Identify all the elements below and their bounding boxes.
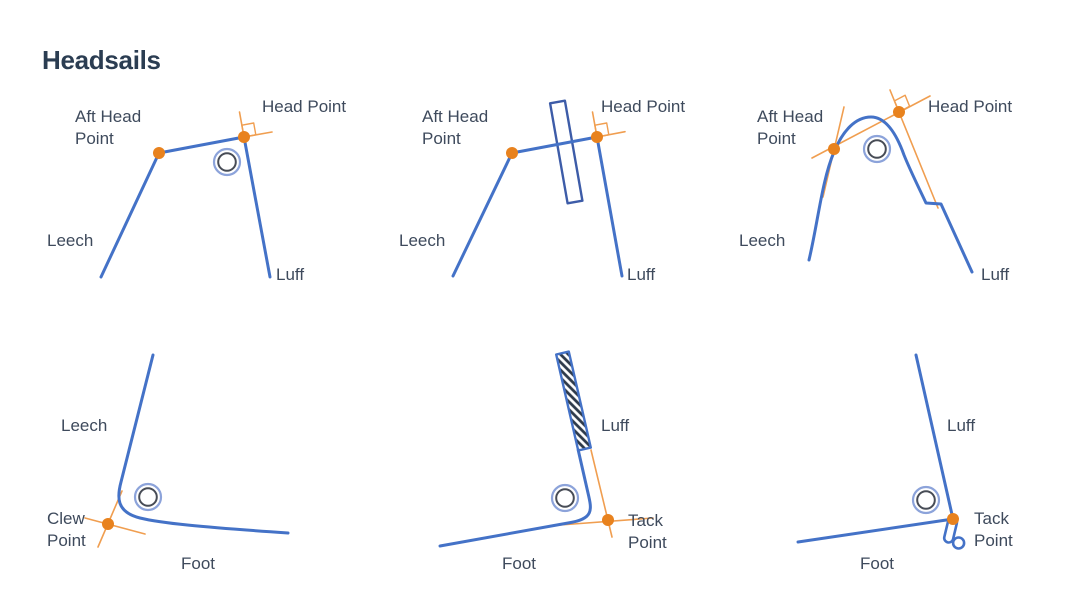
aft-head-point-dot [153, 147, 165, 159]
label-leech: Leech [61, 416, 108, 435]
grommet-icon [555, 488, 575, 508]
head-detail-batten-figure [451, 99, 626, 278]
sail-outline [117, 353, 290, 535]
head-point-dot [893, 106, 905, 118]
label-luff: Luff [947, 416, 976, 435]
grommet-icon [916, 490, 936, 510]
right-angle-marker [893, 94, 911, 113]
label-clew-point: Clew Point [47, 509, 86, 550]
sail-outline [807, 115, 974, 274]
tack-point-dot [602, 514, 614, 526]
grommet-icon [911, 485, 941, 515]
label-luff: Luff [981, 265, 1010, 284]
head-detail-basic-figure [99, 111, 273, 279]
label-luff: Luff [276, 265, 305, 284]
tack-detail-shackle-figure [796, 353, 966, 550]
label-head-point: Head Point [262, 97, 347, 116]
label-foot: Foot [860, 554, 895, 573]
tack-point-dot [947, 513, 959, 525]
tack-detail-luff-tape-figure [438, 350, 654, 548]
grommet-icon [133, 482, 163, 512]
label-luff: Luff [601, 416, 630, 435]
head-point-dot [238, 131, 250, 143]
head-point-dot [591, 131, 603, 143]
batten-rectangle [548, 99, 584, 205]
clew-point-dot [102, 518, 114, 530]
grommet-icon [138, 487, 158, 507]
sail-outline [438, 448, 592, 548]
label-foot: Foot [502, 554, 537, 573]
grommet-icon [550, 483, 580, 513]
label-foot: Foot [181, 554, 216, 573]
label-tack-point: Tack Point [974, 509, 1013, 550]
label-leech: Leech [399, 231, 446, 250]
label-aft-head-point: Aft Head Point [75, 107, 142, 148]
foot-line [796, 517, 955, 544]
head-detail-roach-curve-figure [807, 89, 974, 274]
clew-detail-figure [84, 353, 290, 548]
label-tack-point: Tack Point [628, 511, 667, 552]
grommet-icon [217, 152, 237, 172]
label-aft-head-point: Aft Head Point [757, 107, 824, 148]
aft-head-point-dot [828, 143, 840, 155]
sail-outline [451, 135, 624, 278]
foot-tangent-line [84, 517, 146, 535]
grommet-icon [867, 139, 887, 159]
luff-line [914, 353, 955, 521]
label-aft-head-point: Aft Head Point [422, 107, 489, 148]
right-angle-marker [241, 122, 257, 138]
label-leech: Leech [47, 231, 94, 250]
grommet-icon [212, 147, 242, 177]
right-angle-marker [594, 122, 610, 138]
luff-tape-band [555, 350, 592, 452]
grommet-icon [862, 134, 892, 164]
aft-head-point-dot [506, 147, 518, 159]
sail-outline [99, 135, 272, 279]
label-leech: Leech [739, 231, 786, 250]
label-head-point: Head Point [601, 97, 686, 116]
label-head-point: Head Point [928, 97, 1013, 116]
page-title: Headsails [42, 45, 161, 76]
label-luff: Luff [627, 265, 656, 284]
